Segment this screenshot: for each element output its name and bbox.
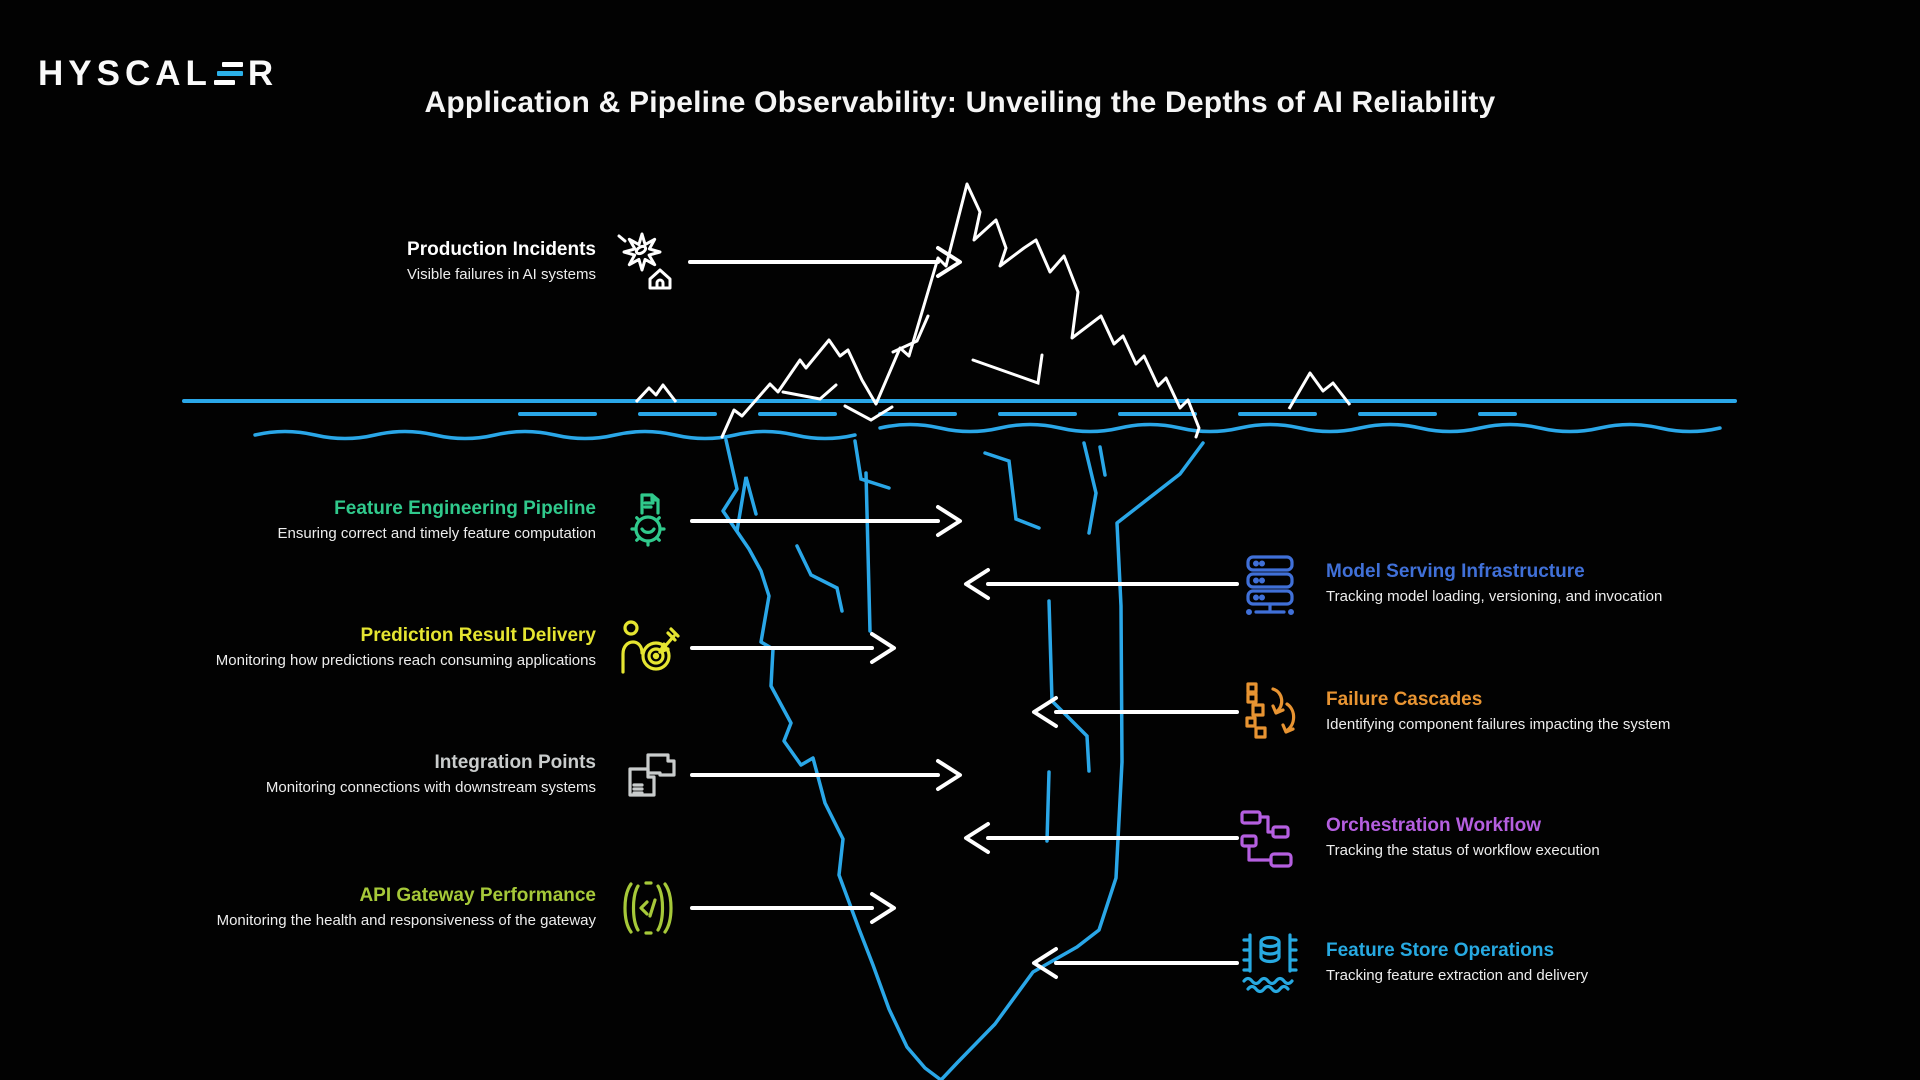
crack-line bbox=[781, 383, 838, 401]
water-wave bbox=[878, 422, 1722, 434]
incident-burst-icon bbox=[616, 230, 680, 294]
crack-line bbox=[891, 314, 930, 354]
label-feature-store: Feature Store Operations Tracking featur… bbox=[1238, 918, 1878, 1008]
label-subtitle: Tracking feature extraction and delivery bbox=[1326, 967, 1589, 985]
label-subtitle: Tracking the status of workflow executio… bbox=[1326, 842, 1600, 860]
brand-logo: HYSCAL R bbox=[38, 56, 278, 91]
crack-line bbox=[1045, 770, 1051, 843]
label-title: API Gateway Performance bbox=[359, 885, 596, 907]
mini-iceberg-left bbox=[634, 383, 678, 404]
mini-iceberg-right bbox=[1287, 371, 1352, 410]
label-title: Orchestration Workflow bbox=[1326, 815, 1542, 837]
crack-line bbox=[853, 439, 891, 490]
connector-arrow-failure-cascades bbox=[1032, 696, 1239, 728]
label-production-incidents: Production Incidents Visible failures in… bbox=[170, 217, 680, 307]
label-title: Production Incidents bbox=[407, 239, 596, 261]
iceberg-below-water bbox=[721, 438, 1205, 1080]
code-gateway-icon bbox=[616, 876, 680, 940]
label-subtitle: Monitoring how predictions reach consumi… bbox=[215, 652, 596, 670]
iceberg-above-water bbox=[720, 182, 1201, 439]
label-title: Feature Store Operations bbox=[1326, 940, 1555, 962]
label-prediction-delivery: Prediction Result Delivery Monitoring ho… bbox=[170, 603, 680, 693]
connector-arrow-api-gateway bbox=[690, 892, 896, 924]
label-model-serving: Model Serving Infrastructure Tracking mo… bbox=[1238, 539, 1878, 629]
workflow-nodes-icon bbox=[1238, 806, 1302, 870]
puzzle-connection-icon bbox=[616, 743, 680, 807]
crack-line bbox=[1082, 441, 1098, 535]
database-waves-icon bbox=[1238, 931, 1302, 995]
crack-line bbox=[735, 476, 758, 533]
cascade-blocks-icon bbox=[1238, 680, 1302, 744]
label-subtitle: Monitoring the health and responsiveness… bbox=[216, 912, 596, 930]
crack-line bbox=[971, 353, 1044, 386]
label-title: Model Serving Infrastructure bbox=[1326, 561, 1585, 583]
connector-arrow-feature-engineering bbox=[690, 505, 962, 537]
crack-line bbox=[864, 471, 872, 633]
crack-line bbox=[1098, 445, 1107, 477]
label-orchestration: Orchestration Workflow Tracking the stat… bbox=[1238, 793, 1878, 883]
label-integration-points: Integration Points Monitoring connection… bbox=[170, 730, 680, 820]
connector-arrow-feature-store bbox=[1032, 947, 1239, 979]
label-api-gateway: API Gateway Performance Monitoring the h… bbox=[170, 863, 680, 953]
brand-logo-text-suffix: R bbox=[247, 54, 279, 93]
person-target-icon bbox=[616, 616, 680, 680]
water-wave bbox=[253, 429, 857, 441]
label-title: Prediction Result Delivery bbox=[360, 625, 596, 647]
brand-logo-text: HYSCAL bbox=[38, 54, 212, 93]
crack-line bbox=[983, 451, 1041, 530]
label-subtitle: Identifying component failures impacting… bbox=[1326, 716, 1671, 734]
label-subtitle: Ensuring correct and timely feature comp… bbox=[277, 525, 597, 543]
page-title: Application & Pipeline Observability: Un… bbox=[424, 86, 1496, 119]
gear-document-icon bbox=[616, 489, 680, 553]
label-title: Feature Engineering Pipeline bbox=[334, 498, 596, 520]
brand-logo-e-icon bbox=[213, 62, 244, 85]
crack-line bbox=[795, 544, 844, 613]
label-feature-engineering: Feature Engineering Pipeline Ensuring co… bbox=[170, 476, 680, 566]
connector-arrow-orchestration bbox=[964, 822, 1239, 854]
connector-arrow-integration-points bbox=[690, 759, 962, 791]
connector-arrow-model-serving bbox=[964, 568, 1239, 600]
label-title: Integration Points bbox=[434, 752, 597, 774]
label-subtitle: Visible failures in AI systems bbox=[407, 266, 596, 284]
label-title: Failure Cascades bbox=[1326, 689, 1483, 711]
label-subtitle: Tracking model loading, versioning, and … bbox=[1326, 588, 1663, 606]
server-stack-icon bbox=[1238, 552, 1302, 616]
connector-arrow-production-incidents bbox=[688, 246, 962, 278]
crack-line bbox=[843, 404, 894, 422]
label-failure-cascades: Failure Cascades Identifying component f… bbox=[1238, 667, 1878, 757]
connector-arrow-prediction-delivery bbox=[690, 632, 896, 664]
crack-line bbox=[1047, 599, 1091, 773]
label-subtitle: Monitoring connections with downstream s… bbox=[265, 779, 596, 797]
